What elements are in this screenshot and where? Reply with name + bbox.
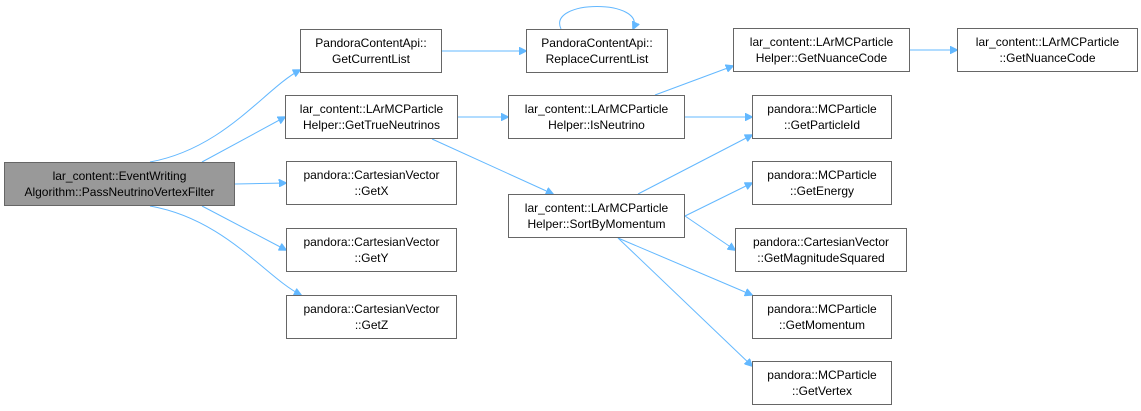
node-label-line: Helper::IsNeutrino: [548, 118, 645, 132]
node-label-line: GetCurrentList: [331, 52, 411, 66]
edge-root-to-gettrueneutrinos: [201, 117, 285, 163]
node-getvertex[interactable]: pandora::MCParticle::GetVertex: [752, 361, 892, 405]
node-getz[interactable]: pandora::CartesianVector::GetZ: [286, 295, 457, 339]
edge-sortbymomentum-to-getparticleid: [637, 135, 752, 195]
node-label-line: ::GetNuanceCode: [999, 51, 1096, 65]
edge-root-to-getcurrentlist: [149, 70, 300, 163]
edge-root-to-getx: [234, 183, 286, 184]
node-label-line: ::GetMomentum: [778, 318, 866, 332]
node-label-line: pandora::MCParticle: [767, 368, 877, 382]
node-label-line: Helper::GetNuanceCode: [755, 51, 888, 65]
node-label-line: ::GetZ: [354, 318, 389, 332]
node-getmomentum[interactable]: pandora::MCParticle::GetMomentum: [752, 295, 892, 339]
node-label-line: pandora::MCParticle: [767, 102, 877, 116]
node-label-line: pandora::CartesianVector: [752, 235, 890, 249]
edge-isneutrino-to-helper-getnuancecode: [654, 66, 733, 96]
node-label-line: pandora::CartesianVector: [303, 302, 440, 316]
node-label-line: ::GetY: [354, 251, 389, 265]
node-label-line: PandoraContentApi::: [541, 36, 653, 50]
node-label-line: Algorithm::PassNeutrinoVertexFilter: [24, 185, 215, 199]
edge-root-to-gety: [201, 205, 286, 250]
edge-replacecurrentlist-to-replacecurrentlist: [559, 6, 635, 30]
node-getparticleid[interactable]: pandora::MCParticle::GetParticleId: [752, 95, 892, 139]
node-label-line: ::GetEnergy: [789, 184, 855, 198]
node-getcurrentlist[interactable]: PandoraContentApi::GetCurrentList: [300, 29, 442, 73]
node-label-line: PandoraContentApi::: [315, 36, 427, 50]
node-label-line: ::GetVertex: [791, 384, 853, 398]
node-label-line: lar_content::LArMCParticle: [975, 35, 1120, 49]
node-label-line: ReplaceCurrentList: [545, 52, 649, 66]
edge-sortbymomentum-to-getenergy: [684, 183, 752, 217]
edge-sortbymomentum-to-getvertex: [617, 237, 752, 366]
node-label-line: lar_content::LArMCParticle: [524, 201, 669, 215]
node-getx[interactable]: pandora::CartesianVector::GetX: [286, 161, 457, 205]
node-label-line: pandora::MCParticle: [767, 168, 877, 182]
node-label-line: pandora::CartesianVector: [303, 168, 440, 182]
edge-sortbymomentum-to-getmomentum: [617, 237, 752, 295]
node-label-line: ::GetMagnitudeSquared: [757, 251, 885, 265]
node-label-line: Helper::GetTrueNeutrinos: [303, 118, 440, 132]
node-getenergy[interactable]: pandora::MCParticle::GetEnergy: [752, 161, 892, 205]
node-label-line: pandora::MCParticle: [767, 302, 877, 316]
node-getmagnitudesquared[interactable]: pandora::CartesianVector::GetMagnitudeSq…: [735, 228, 907, 272]
edge-gettrueneutrinos-to-sortbymomentum: [431, 138, 553, 194]
node-label-line: Helper::SortByMomentum: [527, 217, 666, 231]
edge-root-to-getz: [149, 205, 301, 295]
node-label-line: lar_content::EventWriting: [52, 169, 187, 183]
node-label-line: lar_content::LArMCParticle: [524, 102, 669, 116]
node-label-line: lar_content::LArMCParticle: [299, 102, 444, 116]
node-replacecurrentlist[interactable]: PandoraContentApi::ReplaceCurrentList: [526, 29, 668, 73]
node-label-line: lar_content::LArMCParticle: [749, 35, 894, 49]
node-label-line: ::GetX: [354, 184, 389, 198]
node-label-line: pandora::CartesianVector: [303, 235, 440, 249]
edge-sortbymomentum-to-getmagnitudesquared: [684, 215, 735, 250]
node-lar-getnuancecode[interactable]: lar_content::LArMCParticle::GetNuanceCod…: [957, 28, 1138, 72]
node-label-line: ::GetParticleId: [783, 118, 861, 132]
node-gety[interactable]: pandora::CartesianVector::GetY: [286, 228, 457, 272]
